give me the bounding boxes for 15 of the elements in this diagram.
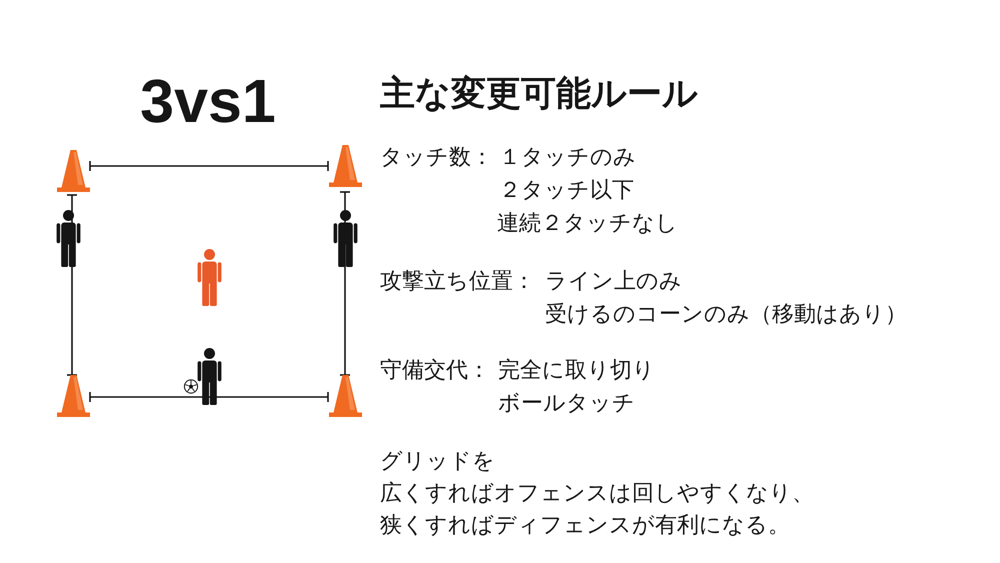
rule-value: ボールタッチ	[498, 390, 635, 418]
rule-label: 攻撃立ち位置：	[380, 268, 535, 296]
section-heading: 主な変更可能ルール	[380, 73, 698, 116]
rule-value: １タッチのみ	[499, 144, 636, 172]
rule-value: 完全に取り切り	[498, 357, 655, 385]
note-text: グリッドを	[380, 448, 495, 476]
rule-value: ２タッチ以下	[499, 177, 634, 205]
rule-value: ライン上のみ	[545, 268, 682, 296]
title: 3vs1	[140, 68, 276, 136]
rule-label: 守備交代：	[380, 357, 490, 385]
rule-value: 連続２タッチなし	[497, 210, 678, 238]
note-text: 広くすればオフェンスは回しやすくなり、	[380, 480, 814, 508]
rule-label: タッチ数：	[380, 144, 493, 172]
rule-value: 受けるのコーンのみ（移動はあり）	[545, 301, 907, 329]
note-text: 狭くすればディフェンスが有利になる。	[380, 512, 790, 540]
